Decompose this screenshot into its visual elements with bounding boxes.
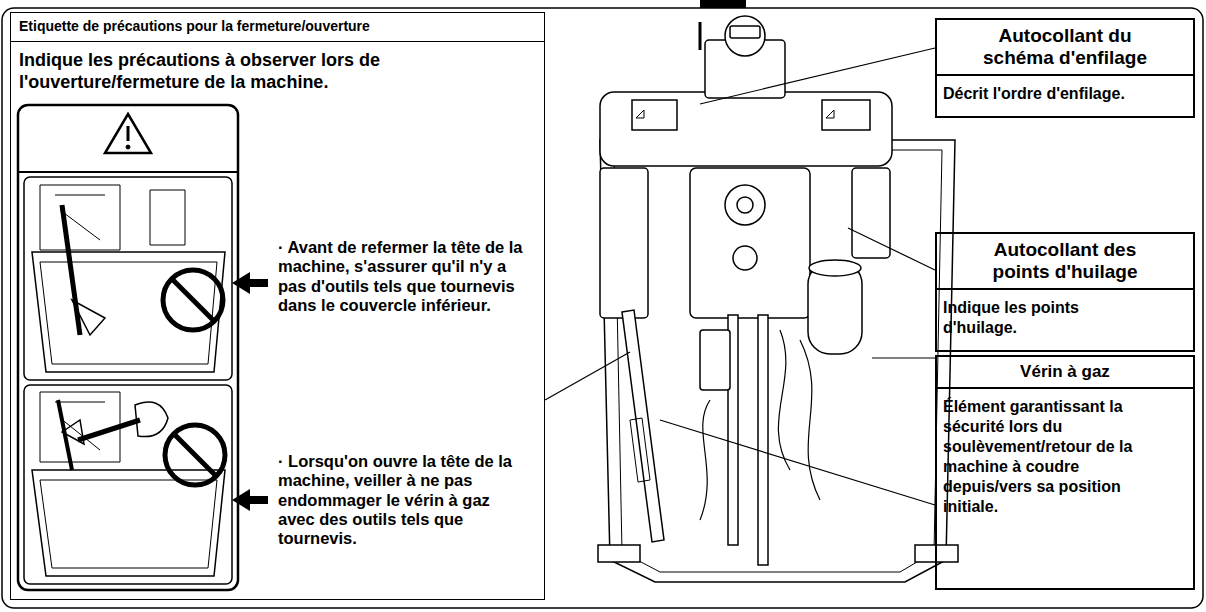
gear: [733, 246, 757, 270]
motor-end: [809, 260, 861, 276]
cables: [700, 330, 820, 520]
side-frame: [852, 168, 890, 258]
box-body: Indique les précautions à observer lors …: [11, 42, 491, 102]
card-border: [18, 105, 238, 590]
lever: [699, 22, 702, 50]
warning-mark: [127, 126, 130, 141]
warning-dot: [126, 145, 130, 149]
impact-mark: [72, 300, 105, 335]
hand: [135, 402, 168, 437]
mechanism: [690, 168, 810, 318]
oil-pan-inner: [614, 150, 942, 572]
warning-card: [18, 105, 238, 590]
machine-arm: [600, 92, 892, 166]
panel-frame: [24, 385, 232, 584]
box-body: Indique les points d'huilage.: [937, 290, 1149, 346]
box-heading: Autocollant des points d'huilage: [937, 234, 1193, 290]
screwdriver: [78, 420, 140, 440]
dial: [725, 16, 765, 56]
panel-frame: [24, 177, 232, 380]
outer-frame: [2, 8, 1203, 608]
box-body: Décrit l'ordre d'enfilage.: [937, 76, 1201, 112]
pointer-arrow: [232, 489, 268, 511]
gas-spring: [622, 310, 664, 542]
sticker-marks: [636, 110, 834, 118]
lower-cover-inner: [40, 262, 217, 364]
oil-pan: [600, 140, 955, 582]
warning-note: · Avant de refermer la tête de la machin…: [278, 238, 526, 315]
lower-cover: [32, 252, 225, 372]
leader-lines: [545, 48, 935, 505]
gas-spring-rod: [630, 418, 650, 482]
bracket: [700, 330, 730, 390]
warning-triangle: [105, 114, 151, 153]
shaft: [758, 315, 768, 565]
card-divider: [18, 171, 238, 173]
box-heading: Etiquette de précautions pour la fermetu…: [11, 13, 544, 42]
callout-box: Autocollant des points d'huilageIndique …: [935, 232, 1195, 352]
gas-spring: [58, 400, 72, 470]
page-tab: [700, 0, 746, 8]
prohibition-slash: [172, 279, 214, 321]
box-heading: Vérin à gaz: [937, 357, 1193, 389]
gear: [725, 185, 765, 225]
machine-parts: [40, 392, 120, 462]
warning-note: · Lorsqu'on ouvre la tête de la machine,…: [278, 452, 526, 548]
screwdriver: [62, 205, 80, 335]
sewing-machine: [598, 16, 958, 582]
side-frame: [600, 168, 648, 318]
box-heading: Autocollant du schéma d'enfilage: [937, 20, 1193, 76]
leader-line: [700, 48, 935, 104]
lower-cover-inner: [40, 480, 217, 568]
leader-line: [848, 228, 935, 270]
prohibition-sign: [165, 425, 225, 485]
prohibition-sign: [163, 270, 223, 330]
prohibition-slash: [174, 434, 216, 476]
box-body: Élément garantissant la sécurité lors du…: [937, 389, 1154, 525]
leader-line: [660, 420, 935, 505]
callout-box: Autocollant du schéma d'enfilageDécrit l…: [935, 18, 1195, 118]
base-feet: [598, 545, 958, 562]
leader-line: [545, 352, 630, 400]
pointer-arrow: [232, 272, 268, 294]
impact-mark: [62, 420, 84, 444]
callout-box: Vérin à gazÉlément garantissant la sécur…: [935, 355, 1195, 590]
dial-window: [730, 26, 760, 38]
leader-line: [872, 357, 935, 358]
gear-hub: [737, 197, 753, 213]
